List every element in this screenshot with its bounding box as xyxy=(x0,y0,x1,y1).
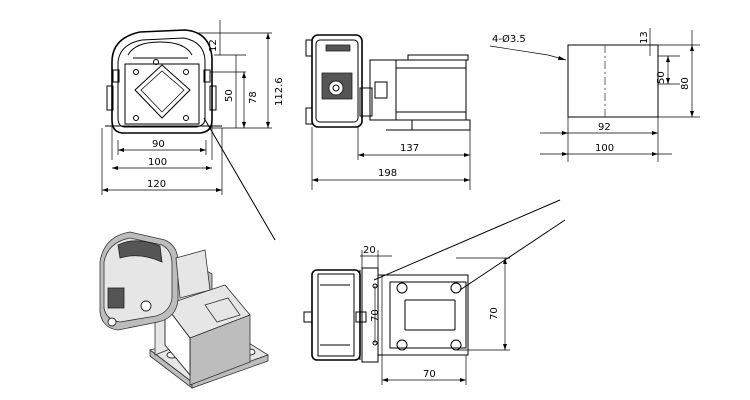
dim-front-78: 78 xyxy=(248,91,259,104)
dim-side-198: 198 xyxy=(378,168,397,179)
dim-side-137: 137 xyxy=(400,143,419,154)
holes-label: 4-Ø3.5 xyxy=(492,33,526,45)
dim-plate-100: 100 xyxy=(595,143,614,154)
dim-front-112: 112.6 xyxy=(274,77,285,106)
dim-front-100: 100 xyxy=(148,157,167,168)
dim-bottom-70-left: 70 xyxy=(370,309,381,322)
isometric-render xyxy=(99,231,269,389)
dim-plate-50: 50 xyxy=(656,71,667,84)
leader-line-right xyxy=(459,219,566,291)
dim-plate-92: 92 xyxy=(598,122,611,133)
dim-bottom-70-horiz: 70 xyxy=(423,369,436,380)
dim-bottom-70-right: 70 xyxy=(489,307,500,320)
dim-front-120: 120 xyxy=(147,179,166,190)
dim-front-50: 50 xyxy=(224,89,235,102)
dim-plate-13: 13 xyxy=(639,31,650,44)
dim-front-90: 90 xyxy=(152,139,165,150)
dim-bottom-20: 20 xyxy=(363,245,376,256)
front-view: 90 100 120 12 50 78 112.6 xyxy=(101,20,285,195)
dim-plate-80: 80 xyxy=(680,77,691,90)
dim-front-12: 12 xyxy=(208,39,219,52)
mounting-plate-view: 4-Ø3.5 13 50 80 92 100 xyxy=(489,28,700,162)
leader-line-top xyxy=(373,199,561,281)
side-view: 137 198 xyxy=(305,34,471,190)
leader-line-left xyxy=(203,117,276,241)
top-view: 20 70 70 70 xyxy=(303,245,510,385)
